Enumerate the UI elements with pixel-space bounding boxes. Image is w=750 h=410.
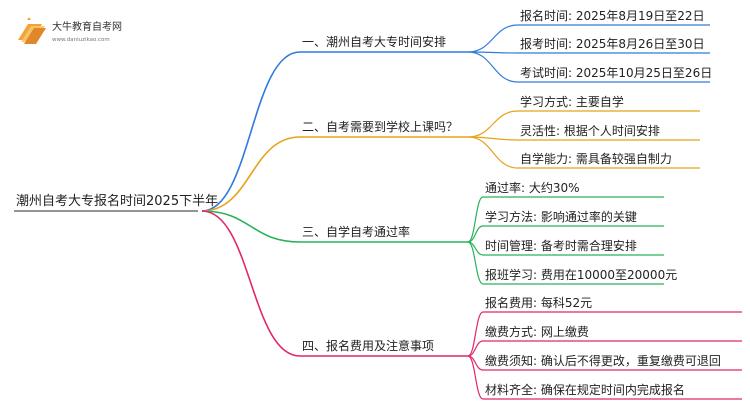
leaf-node: 考试时间: 2025年10月25日至26日 <box>520 65 712 80</box>
leaf-node: 学习方式: 主要自学 <box>520 94 624 109</box>
branch-node: 一、潮州自考大专时间安排 <box>302 34 446 49</box>
leaf-link <box>467 311 484 357</box>
mindmap-links <box>14 24 742 400</box>
leaf-link <box>467 51 519 83</box>
logo-url: www.daniuzikao.com <box>52 37 110 43</box>
leaf-node: 报考时间: 2025年8月26日至30日 <box>520 36 705 51</box>
leaf-node: 学习方法: 影响通过率的关键 <box>485 209 637 224</box>
leaf-node: 报班学习: 费用在10000至20000元 <box>485 267 677 282</box>
branch-link <box>201 210 301 243</box>
leaf-link <box>467 110 519 138</box>
leaf-node: 灵活性: 根据个人时间安排 <box>520 123 660 138</box>
leaf-link <box>467 24 519 53</box>
leaf-link <box>467 355 484 400</box>
leaf-link <box>467 225 484 243</box>
logo-name: 大牛教育自考网 <box>52 20 122 33</box>
leaf-link <box>467 136 519 169</box>
leaf-node: 材料齐全: 确保在规定时间内完成报名 <box>485 382 685 397</box>
leaf-node: 通过率: 大约30% <box>485 180 580 195</box>
leaf-link <box>467 241 484 285</box>
leaf-link <box>467 196 484 243</box>
branch-link <box>201 210 301 357</box>
root-node: 潮州自考大专报名时间2025下半年 <box>16 193 218 209</box>
leaf-node: 自学能力: 需具备较强自制力 <box>520 151 672 166</box>
leaf-node: 报名时间: 2025年8月19日至22日 <box>520 8 705 23</box>
leaf-link <box>467 340 484 357</box>
branch-link <box>201 51 301 212</box>
leaf-node: 缴费须知: 确认后不得更改，重复缴费可退回 <box>485 353 721 368</box>
leaf-node: 缴费方式: 网上缴费 <box>485 324 589 339</box>
branch-link <box>201 136 301 212</box>
logo: 大牛教育自考网 www.daniuzikao.com <box>14 16 134 48</box>
logo-book-icon: 大牛教育自考网 www.daniuzikao.com <box>18 17 122 44</box>
branch-node: 二、自考需要到学校上课吗？ <box>302 119 458 134</box>
leaf-node: 报名费用: 每科52元 <box>485 295 592 310</box>
leaf-node: 时间管理: 备考时需合理安排 <box>485 238 637 253</box>
branch-node: 三、自学自考通过率 <box>302 224 410 239</box>
branch-node: 四、报名费用及注意事项 <box>302 338 434 353</box>
mindmap-nodes: 潮州自考大专报名时间2025下半年 一、潮州自考大专时间安排 报名时间: 2025年… <box>16 8 721 397</box>
